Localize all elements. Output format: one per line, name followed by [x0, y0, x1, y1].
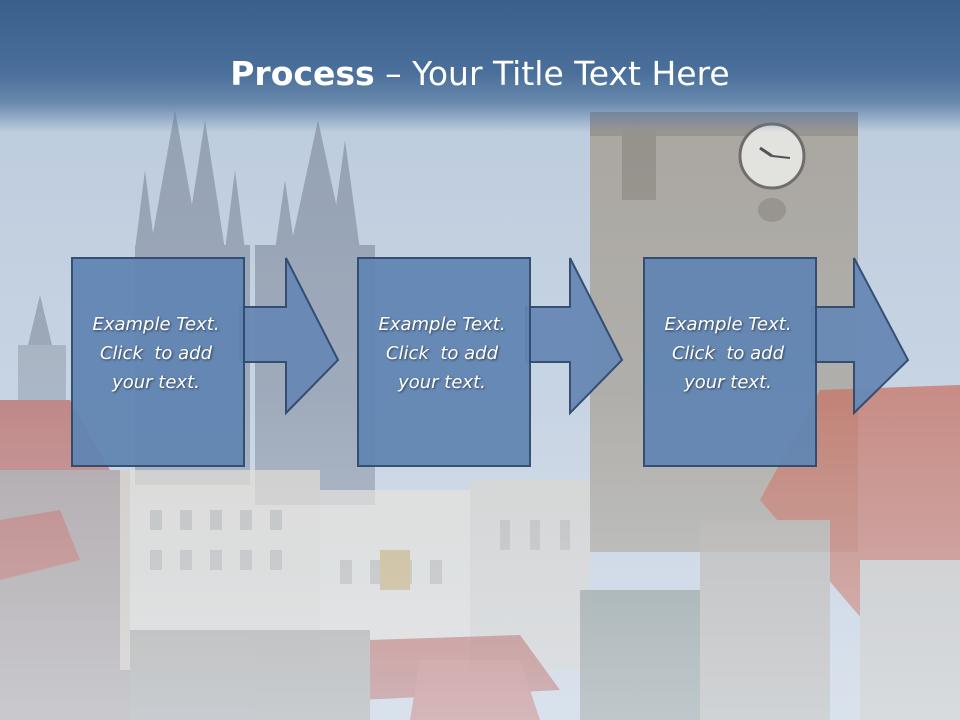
- title-bold: Process: [230, 54, 375, 93]
- step-text-line: Click to add: [671, 343, 784, 364]
- right-arrow-icon: [239, 257, 340, 416]
- step-text-line: your text.: [112, 372, 200, 393]
- title-rest: – Your Title Text Here: [374, 54, 730, 93]
- step-text-line: Example Text.: [378, 314, 506, 335]
- step-text-2[interactable]: Example Text. Click to add your text.: [356, 310, 528, 397]
- title-band: [0, 0, 960, 132]
- step-text-line: Click to add: [99, 343, 212, 364]
- step-text-line: Example Text.: [664, 314, 792, 335]
- step-text-line: your text.: [684, 372, 772, 393]
- process-step-3[interactable]: Example Text. Click to add your text.: [642, 256, 960, 468]
- step-text-line: Click to add: [385, 343, 498, 364]
- right-arrow-icon: [811, 257, 910, 416]
- right-arrow-icon: [525, 257, 624, 416]
- process-step-shape: [71, 257, 340, 467]
- slide-title[interactable]: Process – Your Title Text Here: [0, 52, 960, 96]
- process-step-shape: [643, 257, 910, 467]
- process-step-1[interactable]: Example Text. Click to add your text.: [70, 256, 416, 468]
- process-step-shape: [357, 257, 624, 467]
- step-text-line: your text.: [398, 372, 486, 393]
- process-step-2[interactable]: Example Text. Click to add your text.: [356, 256, 702, 468]
- step-text-line: Example Text.: [92, 314, 220, 335]
- step-text-1[interactable]: Example Text. Click to add your text.: [70, 310, 242, 397]
- step-text-3[interactable]: Example Text. Click to add your text.: [642, 310, 814, 397]
